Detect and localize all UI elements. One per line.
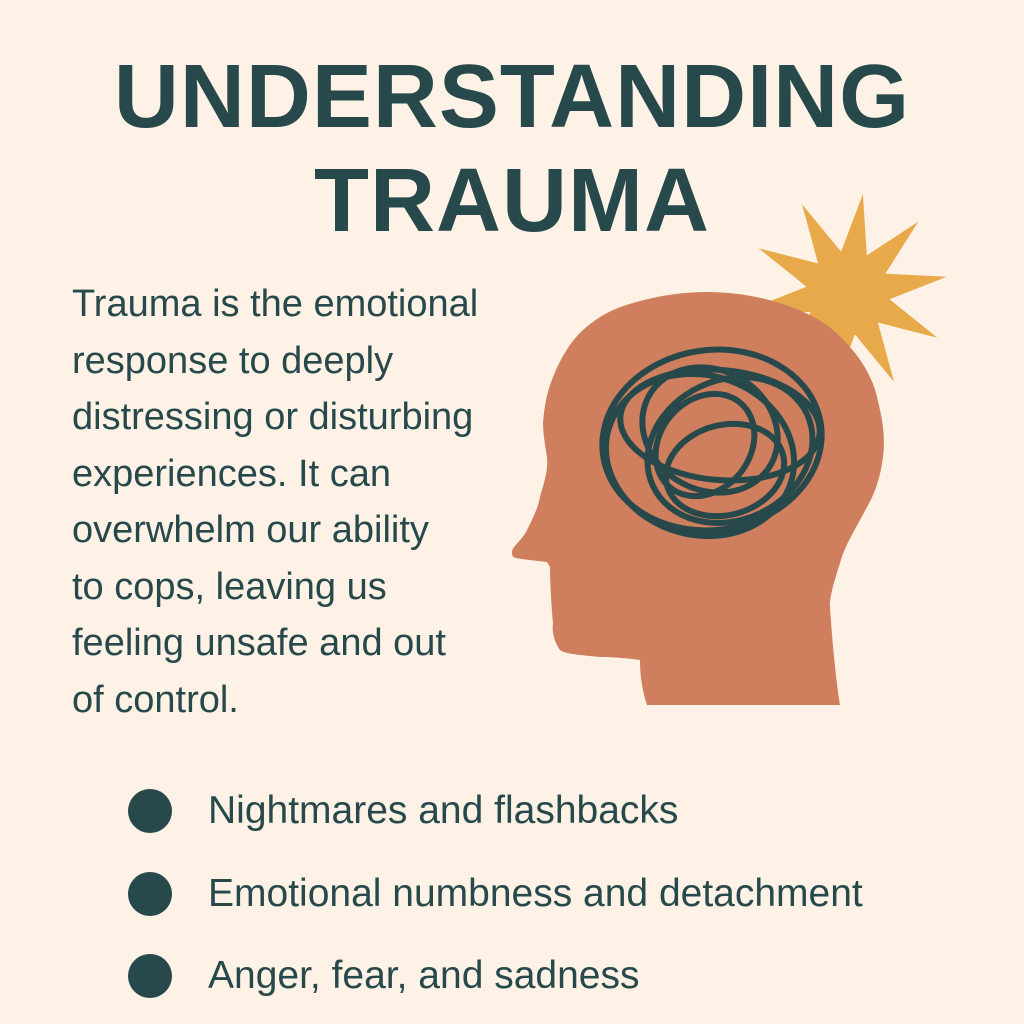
list-item: Emotional numbness and detachment	[128, 853, 863, 936]
description-line: distressing or disturbing	[72, 396, 474, 438]
description-line: feeling unsafe and out	[72, 622, 446, 664]
description-line: of control.	[72, 678, 239, 721]
description-line: to cops, leaving us	[72, 565, 387, 608]
title-line-2: TRAUMA	[314, 151, 710, 251]
description-paragraph: Trauma is the emotional response to deep…	[72, 276, 542, 728]
description-line: response to deeply	[72, 339, 394, 382]
bullet-icon	[128, 871, 172, 916]
title-line-1: UNDERSTANDING	[113, 47, 911, 147]
description-line: experiences. It can	[72, 452, 391, 495]
scribble-icon	[599, 346, 825, 540]
description-line: overwhelm our ability	[72, 509, 429, 551]
list-item-text: Anger, fear, and sadness	[208, 954, 640, 998]
bullet-icon	[128, 954, 172, 999]
list-item-text: Emotional numbness and detachment	[208, 871, 863, 915]
list-item: Anger, fear, and sadness	[128, 935, 863, 1018]
bullet-icon	[128, 789, 172, 834]
description-line: Trauma is the emotional	[72, 283, 479, 325]
list-item-text: Nightmares and flashbacks	[208, 789, 679, 833]
list-item: Nightmares and flashbacks	[128, 770, 863, 853]
symptom-list: Nightmares and flashbacks Emotional numb…	[128, 770, 863, 1018]
